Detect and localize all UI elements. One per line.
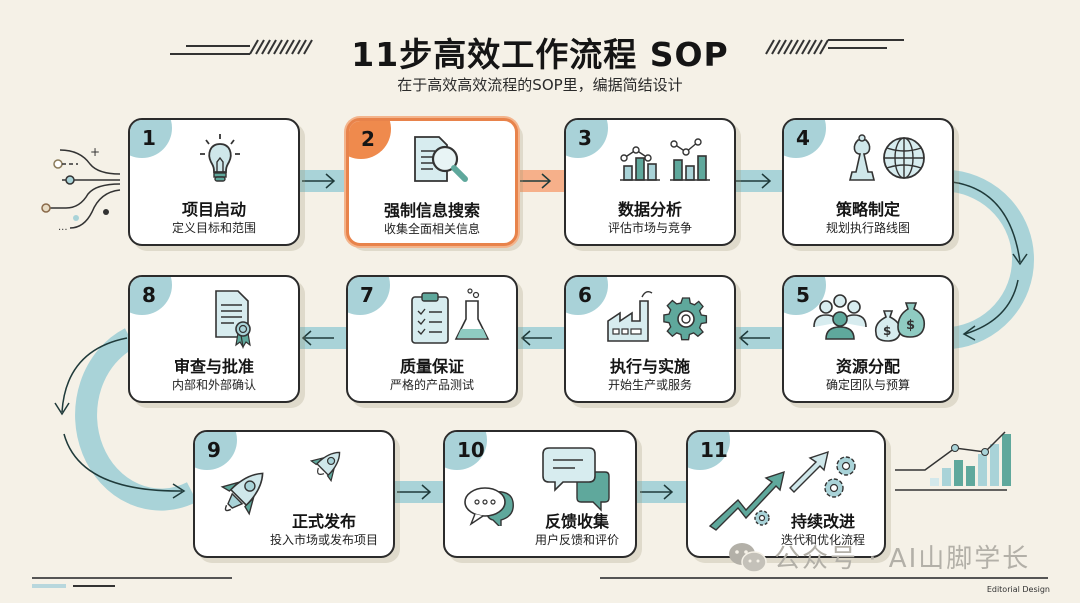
step-card-1[interactable]: 1 项目启动 定义目标和范围 xyxy=(128,118,300,246)
step-title: 项目启动 xyxy=(181,200,246,219)
step-title: 审查与批准 xyxy=(173,357,254,376)
step-number: 2 xyxy=(361,127,375,151)
step-card-4[interactable]: 4 策略制定 规划执行路线图 xyxy=(782,118,954,246)
step-title: 策略制定 xyxy=(835,200,900,219)
wechat-icon xyxy=(729,543,767,573)
footer-line-left xyxy=(32,577,232,579)
step-number: 4 xyxy=(796,126,810,150)
chat-bubbles-icon xyxy=(464,447,610,526)
page-subtitle: 在于高效高效流程的SOP里，编据简结设计 xyxy=(397,76,683,94)
team-money-icon: $ $ xyxy=(813,294,926,342)
svg-text:$: $ xyxy=(883,324,891,338)
growth-chart-deco xyxy=(895,431,1011,491)
step-number: 10 xyxy=(457,438,485,462)
svg-text:$: $ xyxy=(906,318,915,333)
step-title: 正式发布 xyxy=(291,512,356,531)
step-title: 数据分析 xyxy=(617,200,682,219)
rocket-icon xyxy=(220,472,264,516)
footer-line-right xyxy=(600,577,1048,579)
step-title: 质量保证 xyxy=(399,357,464,376)
step-card-6[interactable]: 6 执行与实施 开始生产或服务 xyxy=(564,275,736,403)
rocket-small-icon xyxy=(309,451,341,483)
step-number: 1 xyxy=(142,126,156,150)
step-number: 7 xyxy=(360,283,374,307)
watermark-text: 公众号 · AI山脚学长 xyxy=(774,544,1031,574)
step-card-3[interactable]: 3 数据分析 评估市场与竞争 xyxy=(564,118,736,246)
step-desc: 评估市场与竞争 xyxy=(607,221,692,235)
step-number: 3 xyxy=(578,126,592,150)
step-desc: 定义目标和范围 xyxy=(171,221,256,235)
svg-text:···: ··· xyxy=(58,225,68,235)
step-title: 资源分配 xyxy=(835,357,900,376)
certificate-icon xyxy=(215,290,251,349)
chess-globe-icon xyxy=(848,134,925,181)
header-deco-right xyxy=(765,39,904,55)
step-number: 5 xyxy=(796,283,810,307)
step-desc: 迭代和优化流程 xyxy=(780,533,865,547)
step-card-5[interactable]: 5 $ $ 资源分配 确定团队与预算 xyxy=(782,275,954,403)
lightbulb-icon xyxy=(200,134,240,182)
step-title: 执行与实施 xyxy=(609,357,690,376)
step-card-8[interactable]: 8 审查与批准 内部和外部确认 xyxy=(128,275,300,403)
footer-credit: Editorial Design xyxy=(986,585,1050,594)
step-number: 11 xyxy=(700,438,728,462)
clipboard-flask-icon xyxy=(411,288,490,344)
step-desc: 收集全面相关信息 xyxy=(383,222,480,236)
step-desc: 内部和外部确认 xyxy=(171,378,256,392)
step-desc: 用户反馈和评价 xyxy=(534,533,619,547)
step-card-7[interactable]: 7 质量保证 严格的产品测试 xyxy=(346,275,518,403)
page-title: 11步高效工作流程 SOP xyxy=(351,35,729,74)
bar-chart-icon xyxy=(620,138,710,181)
step-desc: 确定团队与预算 xyxy=(825,378,910,392)
header-deco-left xyxy=(170,39,313,55)
footer-accent-line xyxy=(73,585,115,587)
step-card-2[interactable]: 2 强制信息搜索 收集全面相关信息 xyxy=(346,118,518,246)
svg-text:+: + xyxy=(90,145,100,159)
step-card-10[interactable]: 10 反馈收集 用户反馈和评价 xyxy=(443,430,637,558)
step-title: 持续改进 xyxy=(790,512,855,531)
step-number: 9 xyxy=(207,438,221,462)
growth-arrow-gears-icon xyxy=(708,450,856,531)
document-search-icon xyxy=(414,136,468,182)
footer-accent-bar xyxy=(32,584,66,588)
factory-gear-icon xyxy=(607,290,708,342)
step-desc: 规划执行路线图 xyxy=(825,221,910,235)
step-number: 8 xyxy=(142,283,156,307)
step-desc: 开始生产或服务 xyxy=(607,378,692,392)
step-desc: 投入市场或发布项目 xyxy=(269,533,378,547)
step-card-9[interactable]: 9 正式发布 投入市场或发布项目 xyxy=(193,430,395,558)
step-title: 反馈收集 xyxy=(544,512,609,531)
step-number: 6 xyxy=(578,283,592,307)
input-lines-deco: + ··· xyxy=(41,145,121,235)
step-title: 强制信息搜索 xyxy=(383,201,480,220)
step-card-11[interactable]: 11 持续改进 迭代和优化流程 xyxy=(686,430,886,558)
step-desc: 严格的产品测试 xyxy=(389,378,474,392)
